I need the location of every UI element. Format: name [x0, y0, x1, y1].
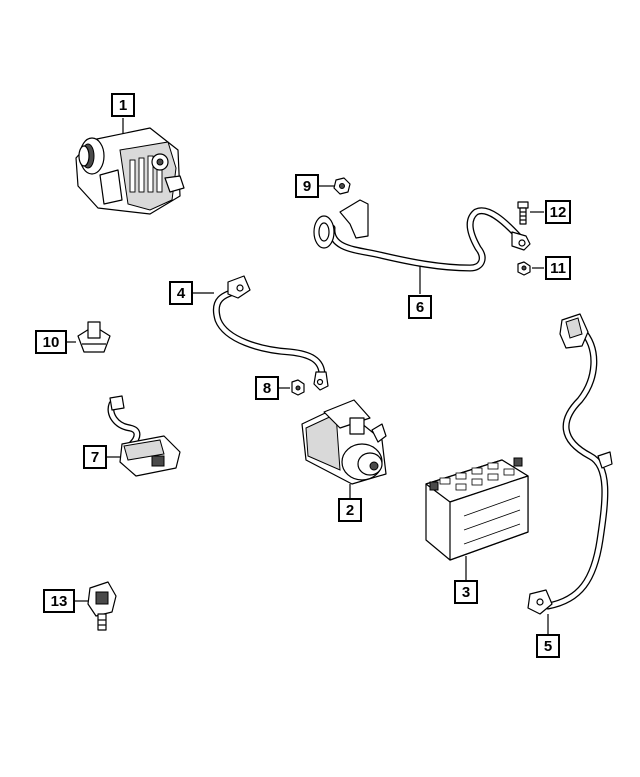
callout-11: 11	[545, 256, 571, 280]
callout-9: 9	[295, 174, 319, 198]
starter-cable-part-4	[192, 275, 329, 391]
svg-text:5: 5	[544, 638, 552, 655]
ground-cable-part-6	[313, 199, 531, 294]
callout-12: 12	[545, 200, 571, 224]
starter-motor-part-2	[301, 399, 387, 498]
callout-7: 7	[83, 445, 107, 469]
callout-1: 1	[111, 93, 135, 117]
svg-text:1: 1	[119, 97, 127, 114]
svg-text:10: 10	[43, 334, 60, 351]
callout-3: 3	[454, 580, 478, 604]
svg-text:13: 13	[51, 593, 68, 610]
bolt-part-12	[517, 201, 544, 225]
harness-box-part-7	[106, 395, 181, 477]
svg-text:11: 11	[550, 260, 566, 277]
svg-text:6: 6	[416, 299, 424, 316]
callout-6: 6	[408, 295, 432, 319]
svg-text:7: 7	[91, 449, 99, 466]
clip-part-13	[74, 581, 117, 631]
nut-part-11	[517, 261, 544, 276]
svg-text:12: 12	[550, 204, 567, 221]
callout-13: 13	[43, 589, 75, 613]
svg-text:9: 9	[303, 178, 311, 195]
svg-text:2: 2	[346, 502, 354, 519]
alternator-part	[75, 118, 185, 215]
callout-10: 10	[35, 330, 67, 354]
callout-4: 4	[169, 281, 193, 305]
callout-2: 2	[338, 498, 362, 522]
callout-5: 5	[536, 634, 560, 658]
nut-part-8	[278, 379, 305, 396]
svg-text:4: 4	[177, 285, 186, 302]
callout-8: 8	[255, 376, 279, 400]
svg-text:3: 3	[462, 584, 470, 601]
svg-text:8: 8	[263, 380, 271, 397]
battery-part-3	[425, 457, 529, 580]
battery-cable-part-5	[527, 313, 613, 634]
clip-part-10	[66, 321, 111, 353]
nut-part-9	[318, 177, 351, 195]
